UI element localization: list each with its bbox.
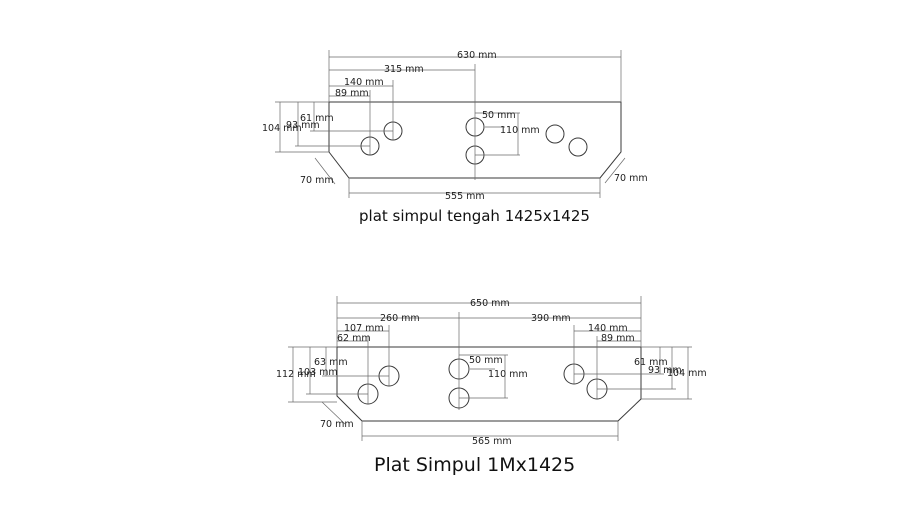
dim-hole-140: 140 mm xyxy=(344,77,384,88)
dimension-lines xyxy=(288,296,692,441)
dim-right-section: 390 mm xyxy=(531,313,571,324)
dim-right-height-104: 104 mm xyxy=(667,368,707,379)
dim-right-hole-89: 89 mm xyxy=(601,333,635,344)
drawing-plat-simpul-1m: 650 mm 260 mm 390 mm 107 mm 62 mm 140 mm… xyxy=(276,296,707,476)
dim-overall-width: 630 mm xyxy=(457,50,497,61)
dim-left-hole-107: 107 mm xyxy=(344,323,384,334)
dim-chamfer-left: 70 mm xyxy=(300,175,334,186)
dim-left-height-103: 103 mm xyxy=(298,367,338,378)
dim-center-hole-50: 50 mm xyxy=(482,110,516,121)
dim-center-hole-50: 50 mm xyxy=(469,355,503,366)
dim-center-hole-110: 110 mm xyxy=(500,125,540,136)
dim-right-height-93: 93 mm xyxy=(648,365,682,376)
dim-right-hole-140: 140 mm xyxy=(588,323,628,334)
dim-left-hole-62: 62 mm xyxy=(337,333,371,344)
dim-height-104: 104 mm xyxy=(262,123,302,134)
dim-chamfer-right: 70 mm xyxy=(614,173,648,184)
dim-half-width: 315 mm xyxy=(384,64,424,75)
dim-left-section: 260 mm xyxy=(380,313,420,324)
dim-hole-89: 89 mm xyxy=(335,88,369,99)
dim-bottom-width: 565 mm xyxy=(472,436,512,447)
dim-left-v-63: 63 mm xyxy=(314,357,348,368)
bolt-hole xyxy=(545,124,565,144)
dim-center-hole-110: 110 mm xyxy=(488,369,528,380)
dim-left-height-112: 112 mm xyxy=(276,369,316,380)
bolt-hole xyxy=(568,137,588,157)
drawing-plat-simpul-tengah: 630 mm 315 mm 140 mm 89 mm 61 mm 93 mm 1… xyxy=(262,50,648,225)
drawing-title: Plat Simpul 1Mx1425 xyxy=(374,454,575,476)
dim-chamfer-left: 70 mm xyxy=(320,419,354,430)
dim-right-v-61: 61 mm xyxy=(634,357,668,368)
drawing-title: plat simpul tengah 1425x1425 xyxy=(359,207,590,225)
dim-height-93: 93 mm xyxy=(286,120,320,131)
dim-bottom-width: 555 mm xyxy=(445,191,485,202)
dim-hole-v-61: 61 mm xyxy=(300,113,334,124)
dim-overall-width: 650 mm xyxy=(470,298,510,309)
dimension-lines xyxy=(275,50,626,198)
